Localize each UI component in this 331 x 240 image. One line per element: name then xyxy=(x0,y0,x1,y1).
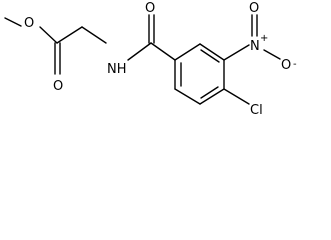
methyl-ester-group: O O xyxy=(4,16,107,94)
bond-nh-to-amide-carbon xyxy=(127,42,152,61)
bond-ch2-to-nh xyxy=(81,26,107,44)
amide-group: NH O xyxy=(107,1,176,77)
nitro-positive-charge: + xyxy=(260,33,268,44)
nitro-oxygen-double-label: O xyxy=(249,1,259,16)
nitro-negative-charge: - xyxy=(293,59,297,70)
carbonyl-oxygen-label: O xyxy=(53,79,63,94)
amide-nitrogen-label: NH xyxy=(107,62,127,77)
bond-methyl-oxygen xyxy=(4,17,22,27)
ring-bond-2 xyxy=(199,43,225,61)
chlorine-label: Cl xyxy=(250,103,263,118)
ring-inner-double-1 xyxy=(200,49,220,63)
ester-oxygen-label: O xyxy=(24,16,34,31)
bond-nitro-single xyxy=(263,49,281,60)
chloro-group: Cl xyxy=(223,88,263,118)
benzene-ring xyxy=(174,43,225,105)
bond-ring-to-chlorine xyxy=(223,88,250,105)
bond-amide-carbon-to-ring xyxy=(150,42,176,61)
ring-inner-double-2 xyxy=(200,86,219,99)
nitro-oxygen-single-label: O xyxy=(281,58,291,73)
nitro-nitrogen-label: N xyxy=(250,39,260,54)
ring-bond-1 xyxy=(174,43,201,61)
bond-carbonyl-to-ch2 xyxy=(56,26,83,44)
chemical-structure: O O NH O N + O O - Cl xyxy=(4,1,297,118)
bond-ring-to-nitro xyxy=(223,44,250,61)
ring-bond-5 xyxy=(174,88,201,105)
amide-oxygen-label: O xyxy=(145,1,155,16)
nitro-group: N + O O - xyxy=(223,1,297,73)
ring-bond-4 xyxy=(199,88,225,105)
bond-oxygen-carbonyl-carbon xyxy=(39,26,58,44)
